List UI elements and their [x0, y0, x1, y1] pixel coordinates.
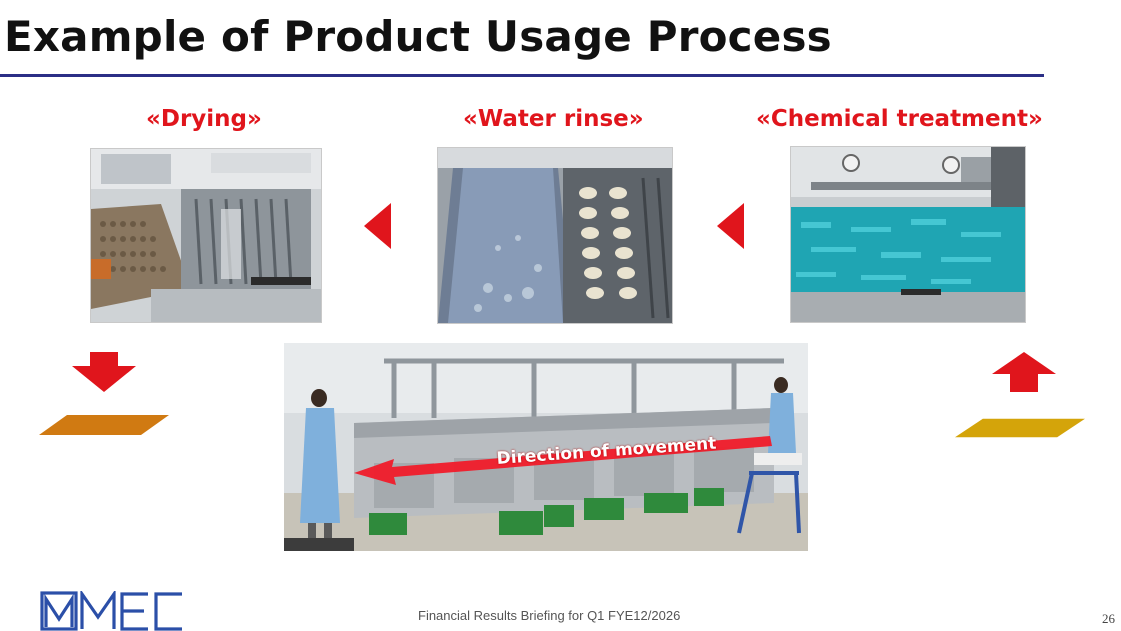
company-logo	[40, 591, 182, 631]
arrow-chemical-to-rinse-icon	[717, 203, 744, 249]
water-rinse-photo	[437, 147, 673, 324]
down-arrow-icon	[72, 352, 136, 392]
footer-text: Financial Results Briefing for Q1 FYE12/…	[418, 608, 681, 623]
page-number: 26	[1102, 611, 1115, 626]
up-arrow-icon	[992, 352, 1056, 392]
production-line-photo: Direction of movement	[284, 343, 808, 551]
stage-label-water-rinse: «Water rinse»	[463, 106, 644, 132]
output-sheet-icon	[39, 415, 169, 435]
chemical-treatment-photo	[790, 146, 1026, 323]
slide-title: Example of Product Usage Process	[4, 12, 832, 61]
title-rule	[0, 74, 1044, 77]
arrow-rinse-to-drying-icon	[364, 203, 391, 249]
stage-label-drying: «Drying»	[146, 106, 262, 132]
stage-label-chemical-treatment: «Chemical treatment»	[756, 106, 1043, 132]
input-sheet-icon	[955, 418, 1085, 438]
drying-photo	[90, 148, 322, 323]
